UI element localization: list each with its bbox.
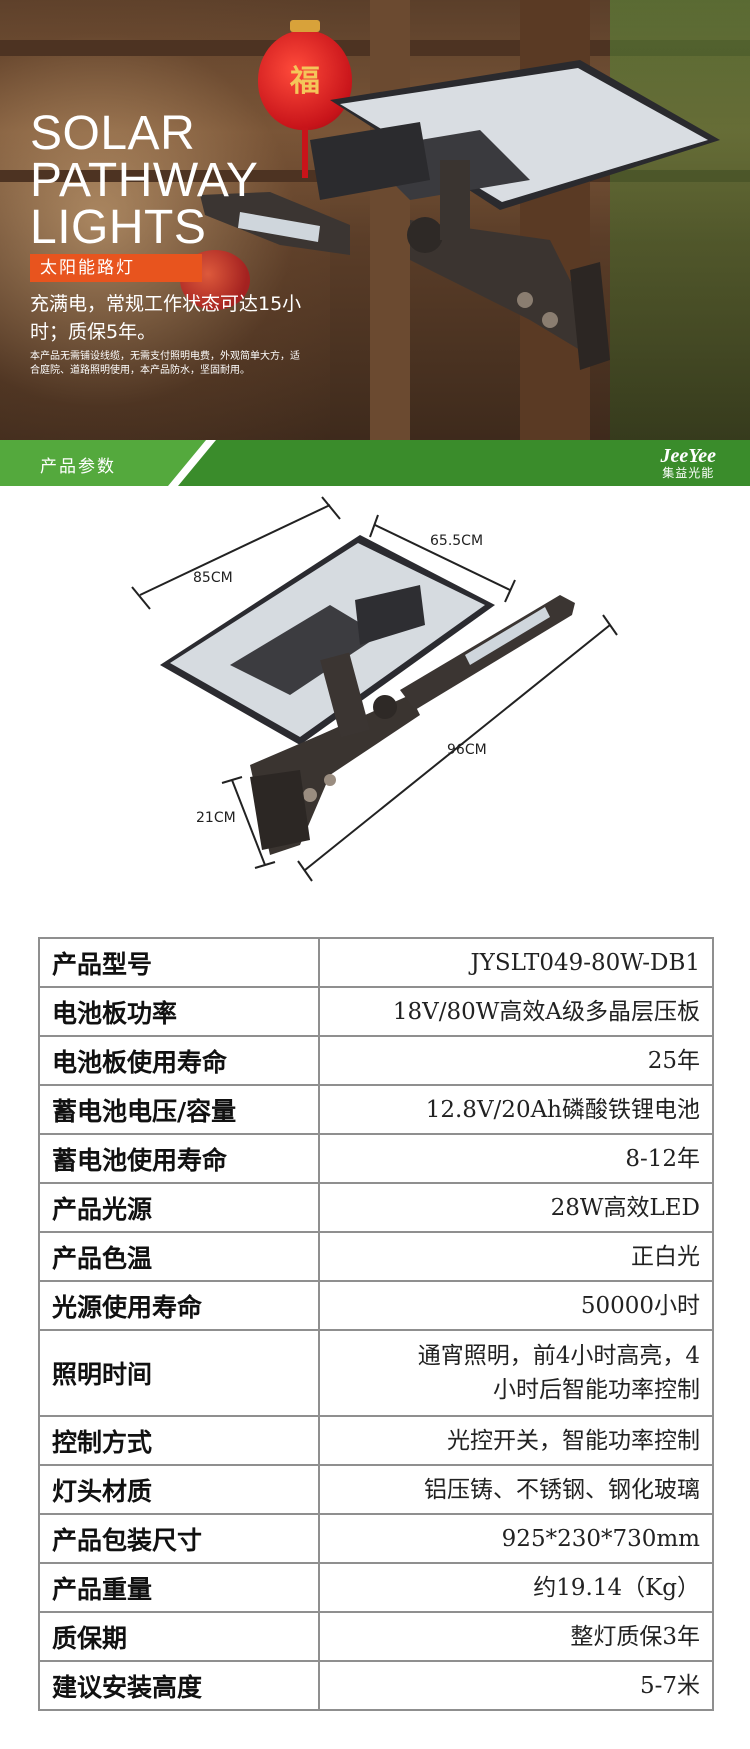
spec-label: 产品型号 — [38, 937, 320, 988]
hero-title-line: PATHWAY — [30, 154, 259, 207]
spec-label: 电池板功率 — [38, 986, 320, 1037]
table-row: 控制方式 光控开关，智能功率控制 — [38, 1415, 714, 1466]
section-band — [0, 440, 750, 486]
hero-banner: 福 SOLAR PATHWAY LIGHTS 太阳能路灯 充满电，常规工作状态可… — [0, 0, 750, 440]
spec-label: 产品色温 — [38, 1231, 320, 1282]
table-row: 照明时间 通宵照明，前4小时高亮，4 小时后智能功率控制 — [38, 1329, 714, 1417]
spec-label: 质保期 — [38, 1611, 320, 1662]
hero-badge: 太阳能路灯 — [30, 254, 202, 282]
table-row: 蓄电池电压/容量 12.8V/20Ah磷酸铁锂电池 — [38, 1084, 714, 1135]
hero-title-line: LIGHTS — [30, 201, 207, 254]
dimension-length: 85CM — [193, 570, 233, 586]
spec-value: JYSLT049-80W-DB1 — [318, 937, 714, 988]
spec-table: 产品型号 JYSLT049-80W-DB1 电池板功率 18V/80W高效A级多… — [38, 937, 714, 1711]
hero-title: SOLAR PATHWAY LIGHTS — [30, 107, 330, 254]
spec-label: 蓄电池电压/容量 — [38, 1084, 320, 1135]
table-row: 蓄电池使用寿命 8-12年 — [38, 1133, 714, 1184]
solar-lamp-photo — [200, 60, 720, 370]
spec-value-line: 通宵照明，前4小时高亮，4 — [417, 1343, 700, 1369]
dimension-width: 65.5CM — [430, 533, 484, 549]
spec-value-line: 小时后智能功率控制 — [493, 1377, 700, 1403]
hero-pillar — [370, 0, 410, 440]
table-row: 产品型号 JYSLT049-80W-DB1 — [38, 937, 714, 988]
spec-value: 28W高效LED — [318, 1182, 714, 1233]
spec-label: 灯头材质 — [38, 1464, 320, 1515]
spec-label: 产品光源 — [38, 1182, 320, 1233]
brand-name-en: JeeYee — [660, 445, 716, 467]
table-row: 电池板功率 18V/80W高效A级多晶层压板 — [38, 986, 714, 1037]
brand-name-cn: 集益光能 — [662, 466, 715, 480]
spec-label: 产品重量 — [38, 1562, 320, 1613]
spec-value: 通宵照明，前4小时高亮，4 小时后智能功率控制 — [318, 1329, 714, 1417]
spec-value: 12.8V/20Ah磷酸铁锂电池 — [318, 1084, 714, 1135]
dimension-diagram: 65.5CM 85CM 96CM 21CM — [0, 495, 750, 915]
table-row: 电池板使用寿命 25年 — [38, 1035, 714, 1086]
spec-value: 铝压铸、不锈钢、钢化玻璃 — [318, 1464, 714, 1515]
hero-description: 本产品无需铺设线缆，无需支付照明电费，外观简单大方，适合庭院、道路照明使用，本产… — [30, 351, 300, 376]
spec-value: 25年 — [318, 1035, 714, 1086]
spec-value: 925*230*730mm — [318, 1513, 714, 1564]
table-row: 产品光源 28W高效LED — [38, 1182, 714, 1233]
table-row: 产品重量 约19.14（Kg） — [38, 1562, 714, 1613]
brand-logo: JeeYee 集益光能 — [660, 446, 716, 480]
hero-title-line: SOLAR — [30, 107, 196, 160]
table-row: 产品包装尺寸 925*230*730mm — [38, 1513, 714, 1564]
spec-value: 约19.14（Kg） — [318, 1562, 714, 1613]
section-title: 产品参数 — [40, 457, 116, 477]
table-row: 建议安装高度 5-7米 — [38, 1660, 714, 1711]
lantern-glyph: 福 — [290, 64, 320, 99]
spec-label: 电池板使用寿命 — [38, 1035, 320, 1086]
spec-value: 5-7米 — [318, 1660, 714, 1711]
spec-value: 18V/80W高效A级多晶层压板 — [318, 986, 714, 1037]
spec-label: 控制方式 — [38, 1415, 320, 1466]
spec-label: 蓄电池使用寿命 — [38, 1133, 320, 1184]
spec-label: 建议安装高度 — [38, 1660, 320, 1711]
hero-leaves — [610, 0, 750, 440]
table-row: 灯头材质 铝压铸、不锈钢、钢化玻璃 — [38, 1464, 714, 1515]
table-row: 产品色温 正白光 — [38, 1231, 714, 1282]
lantern-icon — [258, 20, 352, 178]
dimension-total: 96CM — [447, 742, 487, 758]
band-divider — [0, 440, 216, 486]
spec-value: 正白光 — [318, 1231, 714, 1282]
spec-value: 50000小时 — [318, 1280, 714, 1331]
dimension-bracket: 21CM — [196, 810, 236, 826]
spec-label: 光源使用寿命 — [38, 1280, 320, 1331]
spec-label: 照明时间 — [38, 1329, 320, 1417]
table-row: 光源使用寿命 50000小时 — [38, 1280, 714, 1331]
table-row: 质保期 整灯质保3年 — [38, 1611, 714, 1662]
spec-label: 产品包装尺寸 — [38, 1513, 320, 1564]
lamp-line-drawing — [131, 496, 618, 882]
spec-value: 整灯质保3年 — [318, 1611, 714, 1662]
spec-value: 8-12年 — [318, 1133, 714, 1184]
hero-headline: 充满电，常规工作状态可达15小时；质保5年。 — [30, 293, 302, 343]
spec-value: 光控开关，智能功率控制 — [318, 1415, 714, 1466]
